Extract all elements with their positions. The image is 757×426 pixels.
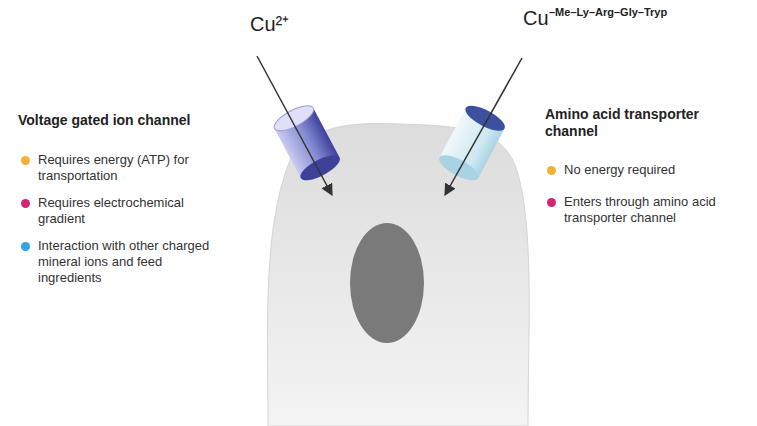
bullet-text: Interaction with other charged mineral i…	[38, 238, 213, 286]
ion-channel-cylinder	[271, 101, 344, 185]
bullet-item: Requires energy (ATP) for transportation	[21, 152, 213, 184]
entry-arrow	[445, 58, 522, 195]
ion-formula: Cu²⁺	[250, 12, 289, 36]
bullet-item: No energy required	[547, 162, 739, 178]
bullet-item: Requires electrochemical gradient	[21, 195, 213, 227]
bullet-text: Requires energy (ATP) for transportation	[38, 152, 213, 184]
bullet-dot	[547, 198, 556, 207]
bullet-dot	[21, 242, 30, 251]
peptide-chain: –Me–Ly–Arg–Gly–Tryp	[549, 6, 667, 19]
bullet-text: Enters through amino acid transporter ch…	[564, 194, 739, 226]
bullet-item: Enters through amino acid transporter ch…	[547, 194, 739, 226]
bullet-dot	[21, 156, 30, 165]
section-heading: Voltage gated ion channel	[18, 112, 190, 129]
bullet-dot	[21, 199, 30, 208]
cell-body	[267, 124, 529, 426]
section-heading: Amino acid transporter channel	[545, 106, 720, 140]
bullet-dot	[547, 166, 556, 175]
ion-formula: Cu	[523, 6, 549, 30]
bullet-text: Requires electrochemical gradient	[38, 195, 213, 227]
bullet-item: Interaction with other charged mineral i…	[21, 238, 213, 286]
entry-arrow	[257, 56, 332, 195]
nucleus	[350, 223, 424, 343]
bullet-text: No energy required	[564, 162, 739, 178]
transporter-channel-cylinder	[436, 101, 509, 185]
